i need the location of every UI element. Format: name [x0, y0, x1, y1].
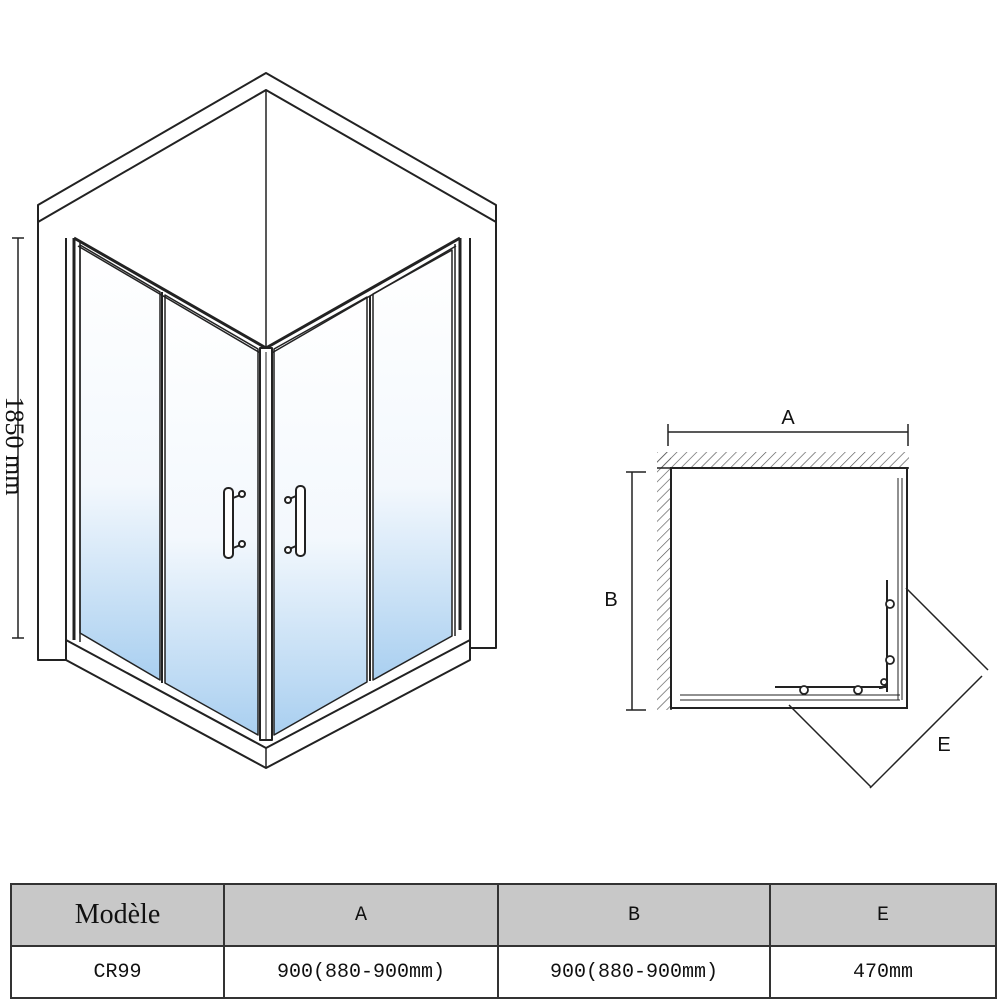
glass-panel-left-inner [164, 294, 259, 736]
plan-label-b: B [604, 589, 617, 611]
isometric-view [12, 72, 497, 769]
plan-wall-top [657, 452, 909, 468]
height-dimension [12, 237, 24, 639]
door-handle-right [284, 485, 306, 557]
top-rail-left [73, 236, 267, 350]
header-a: A [223, 883, 499, 947]
door-handle-left [223, 487, 246, 559]
cell-a: 900(880-900mm) [223, 945, 499, 999]
right-wall [469, 222, 497, 649]
plan-label-e: E [937, 734, 950, 756]
shower-enclosure-drawing: 1850 mm [0, 72, 989, 789]
glass-panel-left-outer [79, 244, 161, 681]
top-rail-right-inner [269, 245, 457, 355]
plan-enclosure [670, 467, 908, 709]
plan-dimension-b [626, 471, 646, 711]
plan-view [626, 424, 989, 789]
left-wall [37, 222, 67, 661]
glass-panel-right-inner [273, 296, 368, 736]
cell-model: CR99 [10, 945, 225, 999]
wall-top [37, 72, 497, 223]
plan-label-a: A [781, 407, 795, 429]
header-model: Modèle [10, 883, 225, 947]
plan-dimension-a [667, 424, 909, 446]
plan-dimension-e [788, 587, 989, 789]
cell-b: 900(880-900mm) [497, 945, 771, 999]
header-e: E [769, 883, 997, 947]
plan-wall-left [657, 452, 671, 710]
table-row: CR99 900(880-900mm) 900(880-900mm) 470mm [10, 945, 997, 999]
header-b: B [497, 883, 771, 947]
glass-panel-right-outer [372, 249, 453, 681]
plan-handles [799, 599, 895, 695]
spec-table-header: Modèle A B E [10, 883, 997, 947]
height-label: 1850 mm [0, 397, 29, 496]
cell-e: 470mm [769, 945, 997, 999]
top-rail-left-inner [77, 245, 263, 355]
top-rail-right [265, 236, 461, 350]
spec-table: Modèle A B E CR99 900(880-900mm) 900(880… [10, 883, 997, 999]
